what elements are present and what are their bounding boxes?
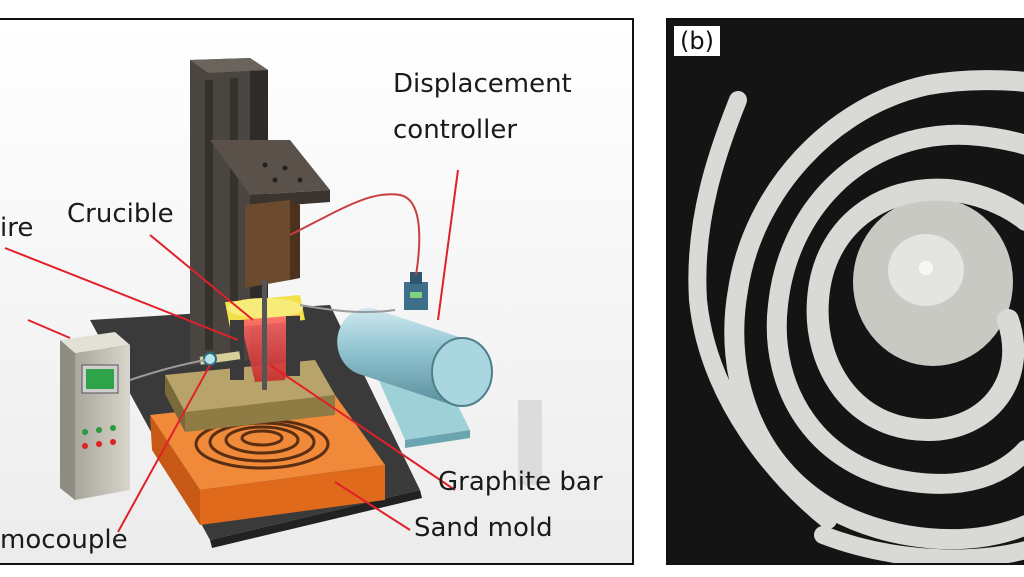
- crucible: [225, 280, 305, 390]
- controller-cable: [129, 359, 206, 381]
- label-sand-mold: Sand mold: [414, 513, 553, 543]
- frame-arm: [210, 140, 330, 288]
- label-displacement-line1: Displacement: [393, 69, 572, 99]
- spiral-casting-image: [688, 70, 1024, 563]
- label-crucible: Crucible: [67, 199, 174, 229]
- leader-lines: [4, 169, 459, 533]
- controller-red-cable: [289, 193, 421, 276]
- displacement-controller: [337, 272, 493, 448]
- panel-a-apparatus: Displacement controller Crucible ire Gra…: [0, 18, 634, 565]
- panel-b-label: (b): [674, 26, 720, 57]
- label-mocouple: mocouple: [0, 525, 128, 555]
- spiral-arms: [688, 70, 1024, 563]
- apparatus-illustration: [4, 58, 542, 548]
- label-graphite-bar: Graphite bar: [438, 467, 603, 497]
- temperature-controller-box: [60, 332, 130, 500]
- panel-b-spiral-casting-photo: (b): [666, 18, 1024, 565]
- label-ire: ire: [0, 213, 34, 243]
- label-displacement-line2: controller: [393, 115, 518, 145]
